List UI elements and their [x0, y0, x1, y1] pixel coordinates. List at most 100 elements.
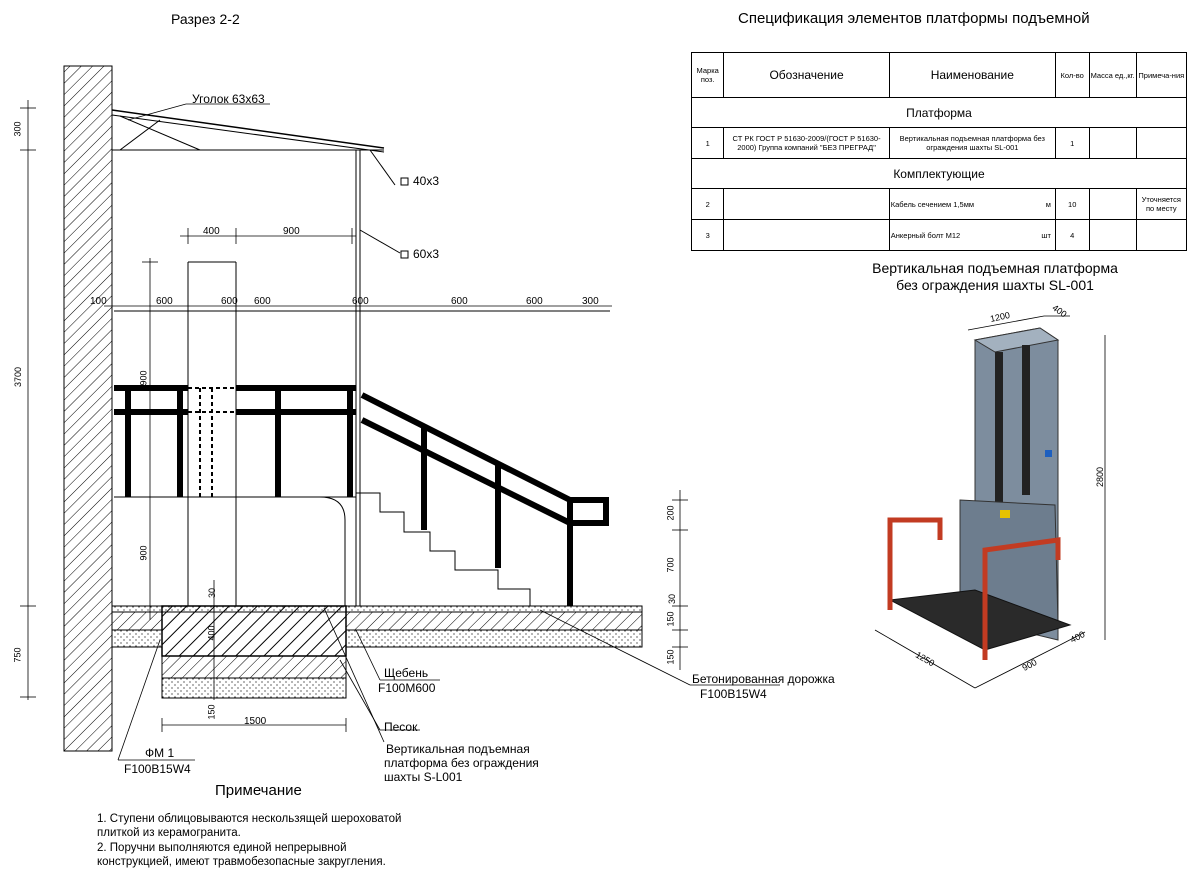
- note-2-line1: 2. Поручни выполняются единой непрерывно…: [97, 842, 347, 854]
- row3-unit: шт: [1041, 230, 1051, 240]
- photo-title-line1: Вертикальная подъемная платформа: [872, 260, 1118, 276]
- row3-name: Анкерный болт М12: [890, 230, 961, 240]
- dim-200: 200: [665, 505, 676, 521]
- dim-150-low: 150: [206, 704, 217, 720]
- group-components: Комплектующие: [691, 158, 1187, 189]
- table-row: 3 Анкерный болт М12 шт 4: [690, 219, 1188, 251]
- row1-name: Вертикальная подъемная платформа без огр…: [888, 127, 1056, 159]
- photo-dimension-lines: [874, 315, 1106, 689]
- row1-mark: 1: [690, 127, 725, 159]
- row1-mass: [1088, 127, 1137, 159]
- row2-name: Кабель сечением 1,5мм: [890, 199, 975, 209]
- label-gravel-grade: F100M600: [378, 681, 436, 695]
- row2-mass: [1088, 188, 1137, 220]
- dim-150a: 150: [665, 611, 676, 627]
- wall: [63, 65, 113, 752]
- spec-title: Спецификация элементов платформы подъемн…: [738, 10, 1090, 27]
- label-sand: Песок: [384, 720, 418, 734]
- header-name: Наименование: [888, 52, 1056, 98]
- note-2-line2: конструкцией, имеют травмобезопасные зак…: [97, 856, 386, 868]
- label-tube40: 40х3: [413, 174, 440, 188]
- dim-900-top: 900: [283, 226, 300, 237]
- dim-600f: 600: [526, 296, 543, 307]
- dim-900-low: 900: [138, 545, 149, 561]
- dim-600c: 600: [254, 296, 271, 307]
- row3-name-cell: Анкерный болт М12 шт: [888, 219, 1056, 251]
- row2-designation: [723, 188, 890, 220]
- foundation-sand: [161, 677, 347, 699]
- row3-note: [1135, 219, 1188, 251]
- table-group-row: Комплектующие: [691, 158, 1187, 189]
- label-platform-line3: шахты S-L001: [384, 770, 463, 784]
- soil-left-sand: [111, 629, 163, 648]
- header-designation: Обозначение: [723, 52, 890, 98]
- table-row: 2 Кабель сечением 1,5мм м 10 Уточняется п…: [690, 188, 1188, 220]
- spec-table: Марка поз. Обозначение Наименование Кол-…: [690, 52, 1188, 251]
- dim-600e: 600: [451, 296, 468, 307]
- label-fm-grade: F100B15W4: [124, 762, 191, 776]
- row1-qty: 1: [1054, 127, 1090, 159]
- note-1-line1: 1. Ступени облицовываются нескользящей ш…: [97, 813, 402, 825]
- label-path-grade: F100B15W4: [700, 687, 767, 701]
- foundation-gravel: [161, 655, 347, 679]
- dim-700: 700: [665, 557, 676, 573]
- dim-300-right: 300: [582, 296, 599, 307]
- leader-lines: [117, 103, 780, 761]
- label-platform-line1: Вертикальная подъемная: [386, 742, 530, 756]
- header-qty: Кол-во: [1054, 52, 1090, 98]
- dimension-lines: [20, 100, 688, 732]
- dim-3700: 3700: [13, 366, 24, 388]
- row1-designation: СТ РК ГОСТ Р 51630-2009/(ГОСТ Р 51630-20…: [723, 127, 890, 159]
- row2-note: Уточняется по месту: [1135, 188, 1188, 220]
- foundation-fm1: [161, 605, 347, 657]
- header-mass: Масса ед.,кг.: [1088, 52, 1137, 98]
- dim-600b: 600: [221, 296, 238, 307]
- platform-shaft: [114, 261, 610, 606]
- photo-title: Вертикальная подъемная платформа без огр…: [850, 260, 1140, 294]
- header-mark: Марка поз.: [690, 52, 725, 98]
- label-platform-line2: платформа без ограждения: [384, 756, 539, 770]
- note-1-line2: плиткой из керамогранита.: [97, 827, 241, 839]
- dim-600a: 600: [156, 296, 173, 307]
- handrail: [114, 385, 609, 606]
- label-tube60: 60х3: [413, 247, 440, 261]
- dim-150b: 150: [665, 649, 676, 665]
- table-header-row: Марка поз. Обозначение Наименование Кол-…: [690, 52, 1188, 98]
- section-title: Разрез 2-2: [171, 11, 240, 27]
- table-row: 1 СТ РК ГОСТ Р 51630-2009/(ГОСТ Р 51630-…: [690, 127, 1188, 159]
- row2-mark: 2: [690, 188, 725, 220]
- dim-1500: 1500: [244, 716, 267, 727]
- photo-dim-height: 2800: [1095, 466, 1106, 488]
- row3-mass: [1088, 219, 1137, 251]
- dim-600d: 600: [352, 296, 369, 307]
- handrail-hidden: [188, 387, 236, 497]
- dim-300-top: 300: [12, 121, 23, 137]
- row2-name-cell: Кабель сечением 1,5мм м: [888, 188, 1056, 220]
- label-angle: Уголок 63х63: [192, 92, 265, 106]
- dim-30a: 30: [207, 587, 218, 599]
- dim-900-rail: 900: [138, 370, 149, 386]
- tube40-marker: [400, 177, 409, 186]
- label-fm: ФМ 1: [145, 746, 175, 760]
- row2-unit: м: [1045, 199, 1051, 209]
- row2-qty: 10: [1054, 188, 1090, 220]
- path-base: [345, 611, 643, 631]
- group-platform: Платформа: [691, 97, 1187, 128]
- canopy: [111, 109, 401, 606]
- platform-photo: [887, 327, 1072, 660]
- label-path: Бетонированная дорожка: [692, 672, 835, 686]
- photo-title-line2: без ограждения шахты SL-001: [896, 277, 1094, 293]
- label-gravel: Щебень: [384, 666, 429, 680]
- row3-mark: 3: [690, 219, 725, 251]
- tube60-marker: [400, 250, 409, 259]
- header-note: Примеча-ния: [1135, 52, 1188, 98]
- row1-note: [1135, 127, 1188, 159]
- dim-400: 400: [203, 226, 220, 237]
- soil-left: [111, 611, 163, 631]
- dim-400-low: 400: [206, 625, 217, 641]
- stairs: [356, 492, 642, 607]
- dim-100: 100: [90, 296, 107, 307]
- dim-30b: 30: [667, 593, 678, 605]
- row3-qty: 4: [1054, 219, 1090, 251]
